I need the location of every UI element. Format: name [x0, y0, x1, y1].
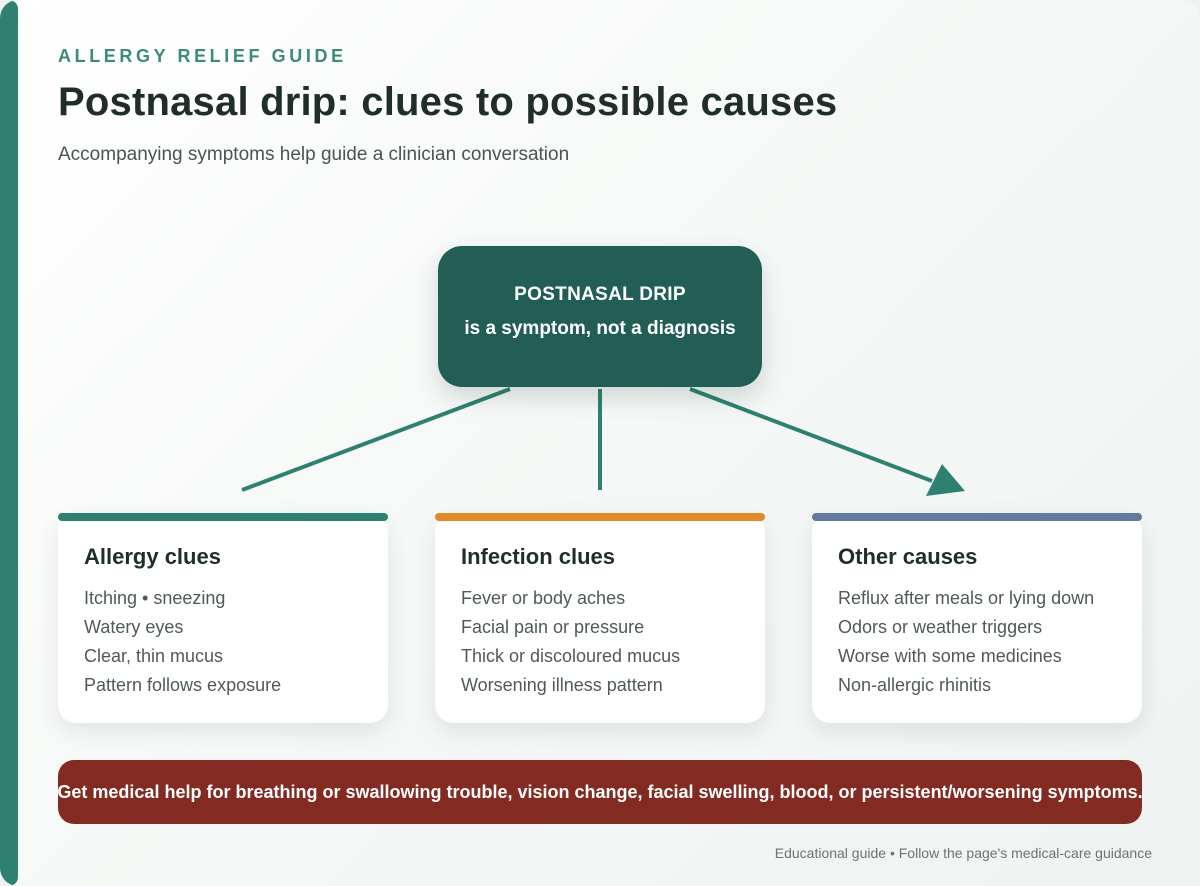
card-title: Other causes — [838, 544, 978, 569]
page-title: Postnasal drip: clues to possible causes — [58, 80, 838, 124]
page-subtitle: Accompanying symptoms help guide a clini… — [58, 144, 570, 165]
card-clue-list: Fever or body aches Facial pain or press… — [461, 588, 680, 704]
central-concept-title: POSTNASAL DRIP — [514, 284, 686, 305]
urgent-care-warning-banner: Get medical help for breathing or swallo… — [57, 760, 1143, 824]
list-item: Watery eyes — [84, 617, 184, 637]
card-title: Infection clues — [461, 544, 616, 569]
list-item: Non-allergic rhinitis — [838, 675, 992, 695]
card-clue-list: Reflux after meals or lying down Odors o… — [838, 588, 1094, 704]
card-other-causes: Other causes Reflux after meals or lying… — [812, 513, 1142, 723]
eyebrow-label: ALLERGY RELIEF GUIDE — [58, 46, 347, 66]
card-infection-accent-bar — [435, 513, 765, 521]
connector-right — [689, 387, 933, 483]
card-title: Allergy clues — [84, 544, 221, 569]
card-allergy-accent-bar — [58, 513, 388, 521]
list-item: Odors or weather triggers — [838, 617, 1043, 637]
card-infection-clues: Infection clues Fever or body aches Faci… — [435, 513, 765, 723]
list-item: Worse with some medicines — [838, 646, 1062, 666]
list-item: Clear, thin mucus — [84, 646, 224, 666]
card-allergy-clues: Allergy clues Itching • sneezing Watery … — [58, 513, 388, 723]
list-item: Reflux after meals or lying down — [838, 588, 1095, 608]
list-item: Facial pain or pressure — [461, 617, 645, 637]
footer-note: Educational guide • Follow the page's me… — [774, 845, 1152, 861]
list-item: Fever or body aches — [461, 588, 626, 608]
central-concept-subtitle: is a symptom, not a diagnosis — [464, 318, 736, 339]
list-item: Itching • sneezing — [84, 588, 226, 608]
card-other-accent-bar — [812, 513, 1142, 521]
connector-left — [241, 387, 511, 492]
list-item: Pattern follows exposure — [84, 675, 282, 695]
arrowhead-right-icon — [926, 464, 965, 496]
central-concept-box: POSTNASAL DRIP is a symptom, not a diagn… — [438, 246, 762, 387]
accent-side-bar — [0, 0, 18, 886]
list-item: Worsening illness pattern — [461, 675, 663, 695]
card-clue-list: Itching • sneezing Watery eyes Clear, th… — [84, 588, 281, 704]
list-item: Thick or discoloured mucus — [461, 646, 681, 666]
